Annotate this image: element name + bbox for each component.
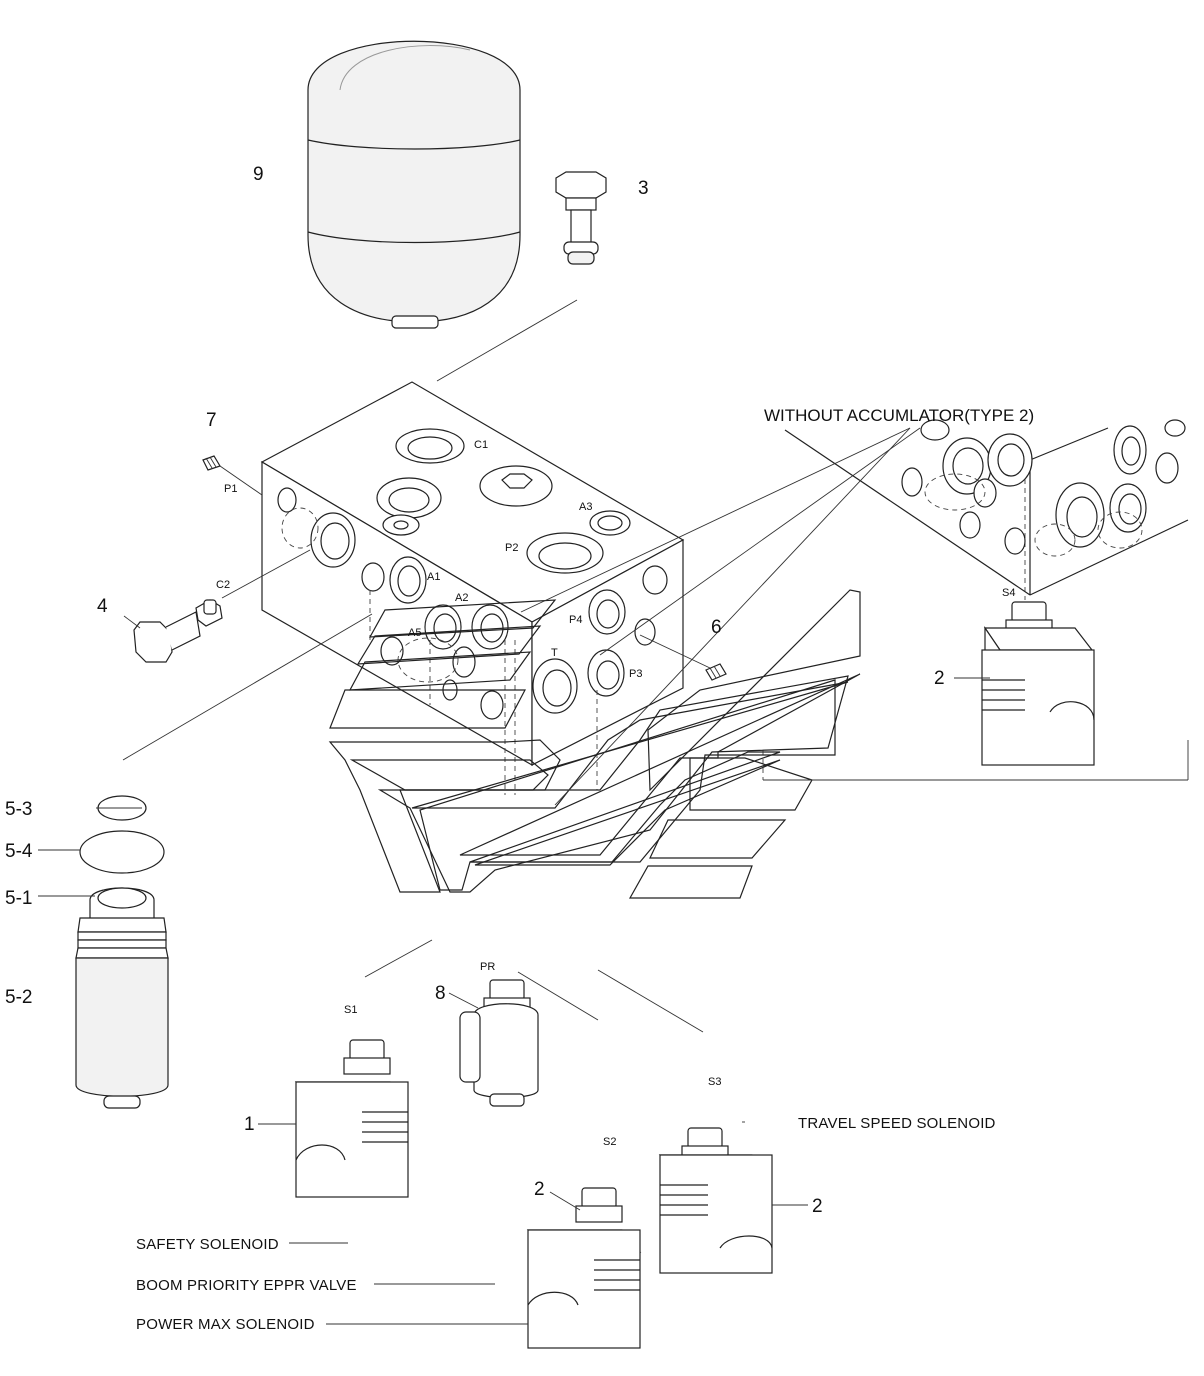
port-label-a3: A3 xyxy=(579,501,592,513)
accumulator-part xyxy=(307,40,521,329)
port-label-a1: A1 xyxy=(427,571,440,583)
descriptive-labels: WITHOUT ACCUMLATOR(TYPE 2) TRAVEL SPEED … xyxy=(136,406,1034,1333)
callout-6: 6 xyxy=(711,617,722,638)
port-label-c1: C1 xyxy=(474,439,488,451)
label-without-accumulator: WITHOUT ACCUMLATOR(TYPE 2) xyxy=(764,406,1034,425)
port-label-s2: S2 xyxy=(603,1136,616,1148)
port-label-p4: P4 xyxy=(569,614,582,626)
set-screw-6 xyxy=(705,663,727,681)
port-label-pr: PR xyxy=(480,961,495,973)
set-screw-7 xyxy=(202,455,221,471)
label-travel-speed-solenoid: TRAVEL SPEED SOLENOID xyxy=(798,1115,996,1132)
port-label-p1: P1 xyxy=(224,483,237,495)
port-label-t: T xyxy=(551,647,558,659)
callout-2-top: 2 xyxy=(934,668,945,689)
port-label-s1: S1 xyxy=(344,1004,357,1016)
callout-9: 9 xyxy=(253,164,264,185)
port-label-s3: S3 xyxy=(708,1076,721,1088)
callout-8: 8 xyxy=(435,983,446,1004)
port-label-a2: A2 xyxy=(455,592,468,604)
port-pockets xyxy=(329,599,557,729)
solenoid-pr xyxy=(459,979,539,1107)
channel-outline-graphic xyxy=(328,589,861,899)
port-labels: C1 P1 A3 P2 C2 A1 A2 A5 P4 T P3 S4 PR S1… xyxy=(216,439,1015,1148)
leader-lines xyxy=(38,299,1189,1325)
solenoid-s4 xyxy=(981,601,1095,766)
port-label-p3: P3 xyxy=(629,668,642,680)
block-centerlines xyxy=(369,470,1026,795)
plug-bolt-4 xyxy=(133,599,223,663)
callout-4: 4 xyxy=(97,596,108,617)
port-label-p2: P2 xyxy=(505,542,518,554)
port-label-c2: C2 xyxy=(216,579,230,591)
port-label-s4: S4 xyxy=(1002,587,1015,599)
plug-bolt-3 xyxy=(555,171,607,265)
callout-5-4: 5-4 xyxy=(5,841,33,862)
port-label-a5: A5 xyxy=(408,627,421,639)
label-safety-solenoid: SAFETY SOLENOID xyxy=(136,1236,279,1253)
callout-3: 3 xyxy=(638,178,649,199)
callout-5-2: 5-2 xyxy=(5,987,32,1008)
callout-5-3: 5-3 xyxy=(5,799,32,820)
valve-block xyxy=(260,381,685,767)
callout-2-right: 2 xyxy=(812,1196,823,1217)
type2-valve-block xyxy=(784,419,1189,596)
solenoid-s3 xyxy=(658,1127,773,1274)
callout-7: 7 xyxy=(206,410,217,431)
callout-5-1: 5-1 xyxy=(5,888,32,909)
callout-2-mid: 2 xyxy=(534,1179,545,1200)
solenoid-s2 xyxy=(526,1187,642,1349)
label-boom-priority-eppr-valve: BOOM PRIORITY EPPR VALVE xyxy=(136,1277,357,1294)
label-power-max-solenoid: POWER MAX SOLENOID xyxy=(136,1316,315,1333)
callout-numbers: 9 3 7 4 6 2 5-3 5-4 5-1 5-2 8 1 2 2 xyxy=(5,164,945,1217)
solenoid-s1 xyxy=(294,1039,409,1198)
callout-1: 1 xyxy=(244,1114,255,1135)
filter-assembly xyxy=(75,795,169,1109)
